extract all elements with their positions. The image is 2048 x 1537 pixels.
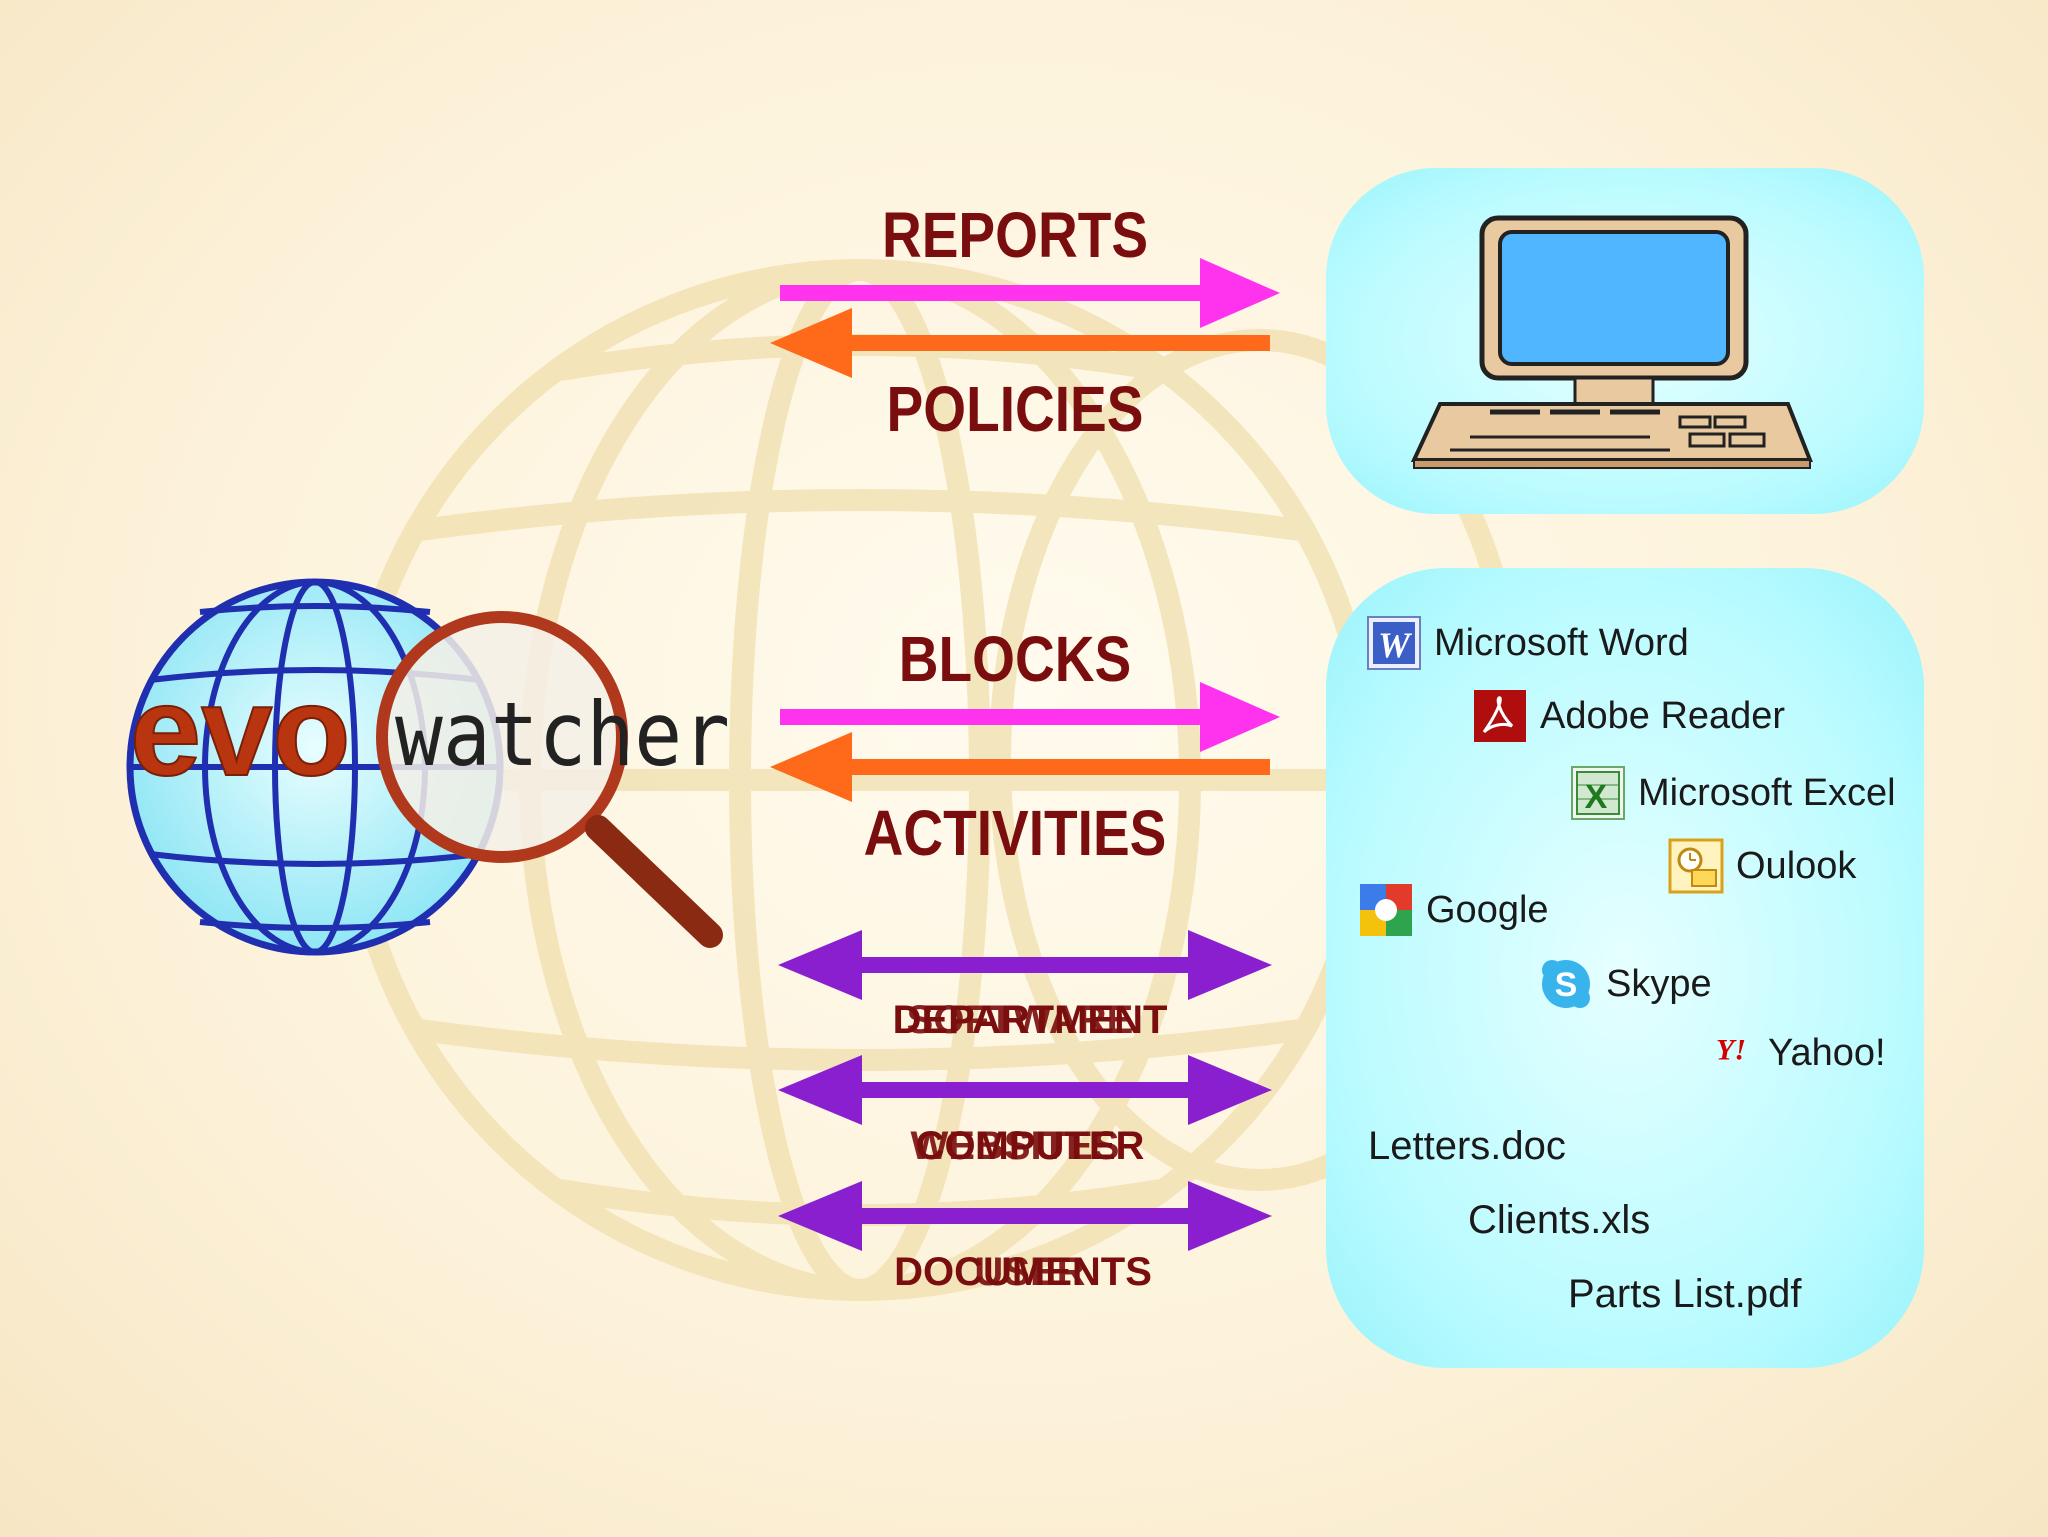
app-item-yahoo: Y! Yahoo! <box>1708 1032 1886 1075</box>
outlook-icon <box>1668 838 1724 894</box>
policies-arrow <box>770 308 1270 378</box>
app-label-outlook: Oulook <box>1736 844 1857 887</box>
google-icon <box>1360 884 1412 936</box>
excel-icon: X <box>1571 766 1625 820</box>
evowatcher-logo: evo watcher <box>126 578 730 956</box>
documents-label: DOCUMENTS <box>894 1250 1152 1294</box>
app-label-word: Microsoft Word <box>1434 621 1689 664</box>
pdf-icon <box>1474 690 1526 742</box>
app-item-adobe: Adobe Reader <box>1472 688 1785 744</box>
app-label-google: Google <box>1426 888 1549 931</box>
app-label-yahoo: Yahoo! <box>1768 1032 1886 1074</box>
department-label: DEPARTMENT <box>892 998 1168 1042</box>
app-item-excel: X Microsoft Excel <box>1570 765 1896 821</box>
app-label-skype: Skype <box>1606 962 1712 1005</box>
word-icon: W <box>1367 616 1421 670</box>
svg-text:W: W <box>1378 625 1413 665</box>
activities-arrow <box>770 732 1270 802</box>
app-label-adobe: Adobe Reader <box>1540 694 1786 737</box>
svg-text:Y!: Y! <box>1716 1034 1746 1067</box>
app-item-google: Google <box>1358 882 1549 938</box>
app-item-skype: S Skype <box>1538 956 1712 1012</box>
app-label-excel: Microsoft Excel <box>1638 771 1896 814</box>
double-arrow-2 <box>778 1055 1272 1125</box>
skype-icon: S <box>1542 960 1590 1008</box>
double-arrow-1 <box>778 930 1272 1000</box>
blocks-arrow <box>780 682 1280 752</box>
blocks-label: BLOCKS <box>898 623 1132 695</box>
file-parts-list: Parts List.pdf <box>1568 1272 1802 1316</box>
svg-text:X: X <box>1585 778 1608 816</box>
logo-evo-text: evo <box>130 660 351 803</box>
svg-text:S: S <box>1555 966 1578 1004</box>
activities-label: ACTIVITIES <box>863 797 1167 869</box>
file-letters: Letters.doc <box>1368 1124 1566 1168</box>
applications-panel <box>1326 568 1924 1368</box>
file-clients: Clients.xls <box>1468 1198 1651 1242</box>
magnifier-icon <box>376 611 723 948</box>
computer-label: COMPUTER <box>915 1124 1145 1168</box>
websites-label: WEBSITES <box>910 1124 1120 1168</box>
yahoo-icon: Y! <box>1716 1034 1746 1067</box>
logo-watcher-text: watcher <box>395 683 730 786</box>
software-label: SOFTWARE <box>906 998 1134 1042</box>
user-label: USER <box>974 1250 1086 1294</box>
app-item-outlook: Oulook <box>1668 838 1856 894</box>
computer-icon <box>1410 215 1813 469</box>
reports-arrow <box>780 258 1280 328</box>
app-item-word: W Microsoft Word <box>1366 615 1689 671</box>
reports-label: REPORTS <box>881 199 1149 271</box>
double-arrow-3 <box>778 1181 1272 1251</box>
policies-label: POLICIES <box>886 373 1144 445</box>
